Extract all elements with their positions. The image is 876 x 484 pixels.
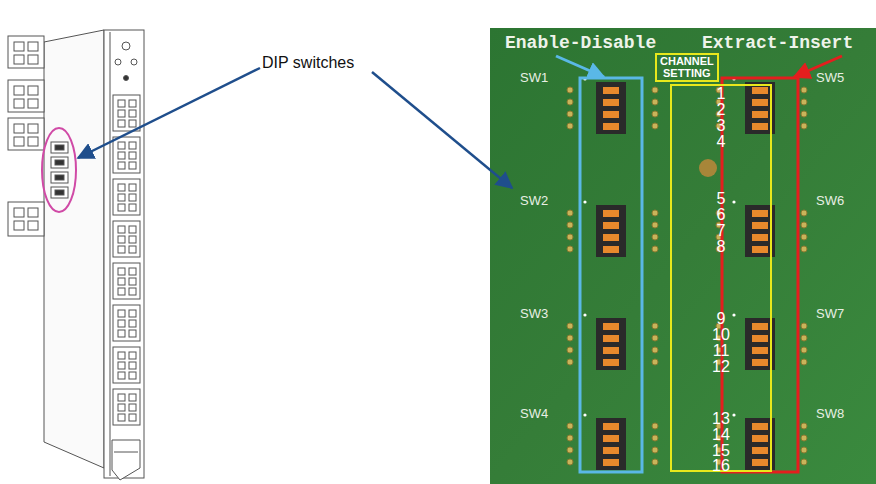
switch-label: SW5: [816, 70, 844, 85]
channel-number: 14: [672, 426, 770, 444]
channel-number: 9: [672, 310, 770, 328]
heading-box: CHANNEL SETTING: [655, 53, 719, 82]
highlight-ellipse: [42, 128, 76, 212]
channel-number: 1: [672, 85, 770, 103]
front-connectors: [113, 95, 140, 425]
switch-label: SW2: [520, 193, 548, 208]
switch-label: SW6: [816, 193, 844, 208]
channel-column: 12345678910111213141516: [670, 84, 772, 472]
ejector-latch: [112, 440, 140, 480]
channel-number: 3: [672, 117, 770, 135]
component-spot: [699, 159, 717, 177]
leader-arrow: [372, 72, 512, 188]
channel-number: 4: [672, 133, 770, 151]
channel-number: 7: [672, 222, 770, 240]
enable-group-frame: [580, 78, 642, 472]
channel-number: 5: [672, 190, 770, 208]
callout-label: DIP switches: [262, 54, 354, 72]
leader-arrow: [556, 56, 604, 77]
switch-label: SW7: [816, 306, 844, 321]
channel-number: 2: [672, 101, 770, 119]
group-label: Extract-Insert: [702, 33, 853, 53]
edge-connectors: [8, 36, 44, 236]
extract-group-frame: [722, 78, 798, 472]
dip-switch-icons: [51, 142, 68, 198]
group-label: Enable-Disable: [505, 33, 656, 53]
switch-label: SW1: [520, 70, 548, 85]
channel-number: 10: [672, 326, 770, 344]
switch-label: SW3: [520, 306, 548, 321]
card-drawing: [8, 30, 144, 480]
channel-number: 11: [672, 342, 770, 360]
channel-number: 6: [672, 206, 770, 224]
switch-label: SW8: [816, 406, 844, 421]
channel-number: 16: [672, 457, 770, 475]
channel-number: 13: [672, 410, 770, 428]
channel-number: 12: [672, 358, 770, 376]
channel-number: 8: [672, 238, 770, 256]
faceplate: [104, 30, 144, 478]
switch-label: SW4: [520, 406, 548, 421]
pcb-photo: [490, 28, 876, 484]
heading-text: CHANNEL SETTING: [660, 56, 714, 79]
leader-arrow: [78, 68, 260, 158]
